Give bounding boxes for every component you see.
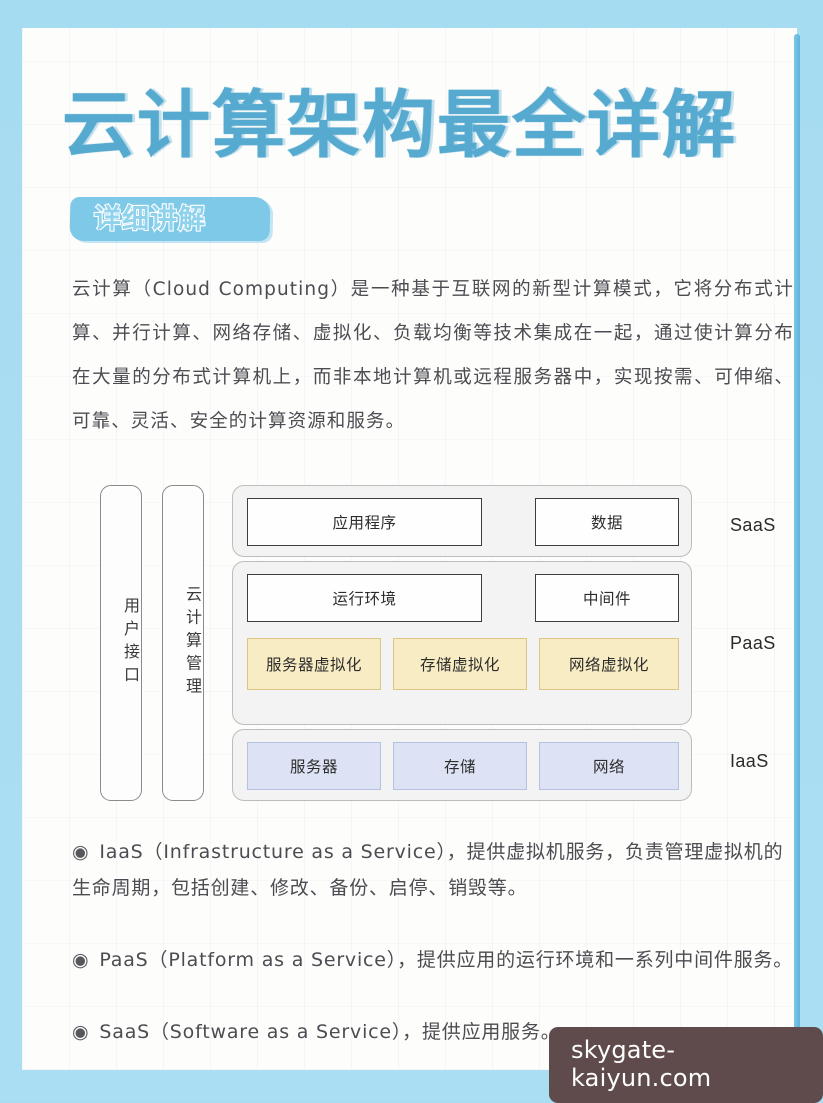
cell-network: 网络	[539, 742, 679, 790]
watermark: skygate-kaiyun.com	[549, 1027, 823, 1103]
cell-server-virtualization: 服务器虚拟化	[247, 638, 381, 690]
cell-server: 服务器	[247, 742, 381, 790]
tier-band-saas: 应用程序 数据	[232, 485, 692, 557]
tier-label-paas: PaaS	[730, 633, 776, 653]
tier-label-saas: SaaS	[730, 515, 776, 535]
column-label-cloud-management: 云计算管理	[183, 585, 200, 701]
badge-label: 详细讲解	[93, 203, 206, 236]
cell-runtime: 运行环境	[247, 574, 482, 622]
list-item: ◉IaaS（Infrastructure as a Service），提供虚拟机…	[72, 834, 794, 906]
cell-data: 数据	[535, 498, 679, 546]
cell-middleware: 中间件	[535, 574, 679, 622]
page-title: 云计算架构最全详解	[62, 83, 737, 168]
cell-network-virtualization: 网络虚拟化	[539, 638, 679, 690]
bullet-dot-icon: ◉	[72, 1021, 90, 1043]
card-edge-accent	[794, 34, 800, 1064]
tier-band-iaas: 服务器 存储 网络	[232, 729, 692, 801]
section-badge: 详细讲解	[69, 197, 271, 241]
tier-label-iaas: IaaS	[730, 751, 769, 771]
column-label-user-interface: 用户接口	[121, 597, 138, 689]
list-item: ◉ SaaS（Software as a Service），提供应用服务。	[72, 1014, 794, 1050]
bullet-dot-icon: ◉	[72, 841, 90, 863]
service-model-list: ◉IaaS（Infrastructure as a Service），提供虚拟机…	[72, 834, 794, 1070]
tier-band-paas: 运行环境 中间件 服务器虚拟化 存储虚拟化 网络虚拟化	[232, 561, 692, 725]
content-card: 云计算架构最全详解 详细讲解 云计算（Cloud Computing）是一种基于…	[22, 28, 797, 1070]
list-item-text: IaaS（Infrastructure as a Service），提供虚拟机服…	[72, 841, 784, 899]
diagram-column-cloud-management: 云计算管理	[162, 485, 204, 801]
cloud-architecture-diagram: 用户接口 云计算管理 应用程序 数据 运行环境 中间件 服务器虚拟化 存储虚拟化…	[100, 483, 775, 808]
list-item-text: PaaS（Platform as a Service），提供应用的运行环境和一系…	[99, 949, 794, 971]
bullet-dot-icon: ◉	[72, 949, 90, 971]
diagram-column-user-interface: 用户接口	[100, 485, 142, 801]
cell-storage-virtualization: 存储虚拟化	[393, 638, 527, 690]
list-item-text: SaaS（Software as a Service），提供应用服务。	[99, 1021, 561, 1043]
cell-storage: 存储	[393, 742, 527, 790]
list-item: ◉ PaaS（Platform as a Service），提供应用的运行环境和一…	[72, 942, 794, 978]
cell-application: 应用程序	[247, 498, 482, 546]
intro-paragraph: 云计算（Cloud Computing）是一种基于互联网的新型计算模式，它将分布…	[72, 279, 794, 432]
